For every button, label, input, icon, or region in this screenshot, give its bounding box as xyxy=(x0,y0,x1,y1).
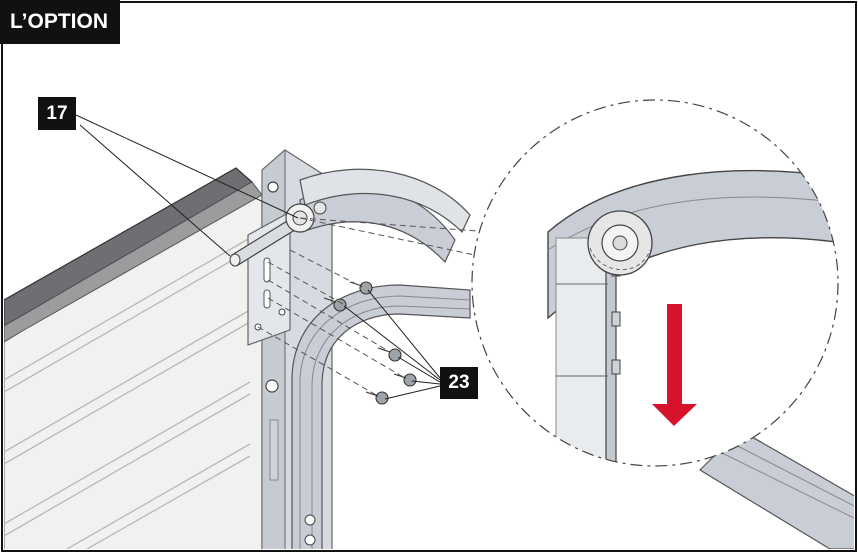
curved-track-upper xyxy=(299,168,471,264)
door-panel xyxy=(4,167,263,549)
callout-label-17: 17 xyxy=(38,97,76,130)
detail-magnifier xyxy=(471,99,839,467)
leader-lines xyxy=(75,114,441,400)
curved-track-lower xyxy=(291,284,471,549)
arrow-down-icon xyxy=(652,304,697,426)
callout-label-23: 23 xyxy=(440,367,478,399)
section-title: L’OPTION xyxy=(0,0,121,44)
